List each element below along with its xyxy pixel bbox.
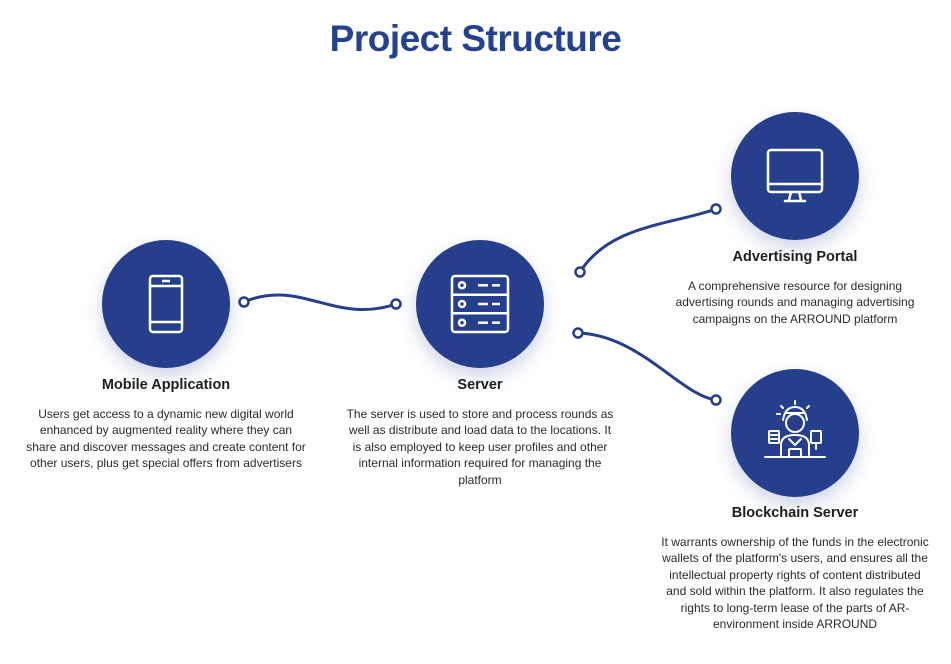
- worker-person-icon: [764, 400, 826, 458]
- connector-mobile-server: [242, 293, 398, 311]
- connector-dot: [710, 203, 722, 215]
- node-label-blockchain: Blockchain Server: [731, 505, 859, 521]
- node-blockchain-server: [731, 369, 859, 497]
- connector-dot: [710, 394, 722, 406]
- node-label-server: Server: [457, 377, 503, 393]
- connector-dot: [238, 296, 250, 308]
- node-description-portal: A comprehensive resource for designing a…: [675, 279, 915, 326]
- node-description-server: The server is used to store and process …: [346, 407, 614, 487]
- server-rack-icon: [450, 274, 510, 334]
- node-advertising-portal: [731, 112, 859, 240]
- connector-dot: [574, 266, 586, 278]
- node-description-mobile: Users get access to a dynamic new digita…: [26, 407, 306, 471]
- page-title: Project Structure: [329, 18, 622, 59]
- node-mobile-application: [102, 240, 230, 368]
- connector-dot: [572, 327, 584, 339]
- smartphone-icon: [148, 274, 184, 334]
- connector-dot: [390, 298, 402, 310]
- desktop-monitor-icon: [766, 148, 824, 203]
- node-label-portal: Advertising Portal: [732, 249, 858, 265]
- node-description-blockchain: It warrants ownership of the funds in th…: [661, 535, 929, 632]
- connector-server-blockchain: [576, 331, 718, 402]
- node-server: [416, 240, 544, 368]
- connector-server-portal: [578, 207, 718, 274]
- node-label-mobile: Mobile Application: [101, 377, 231, 393]
